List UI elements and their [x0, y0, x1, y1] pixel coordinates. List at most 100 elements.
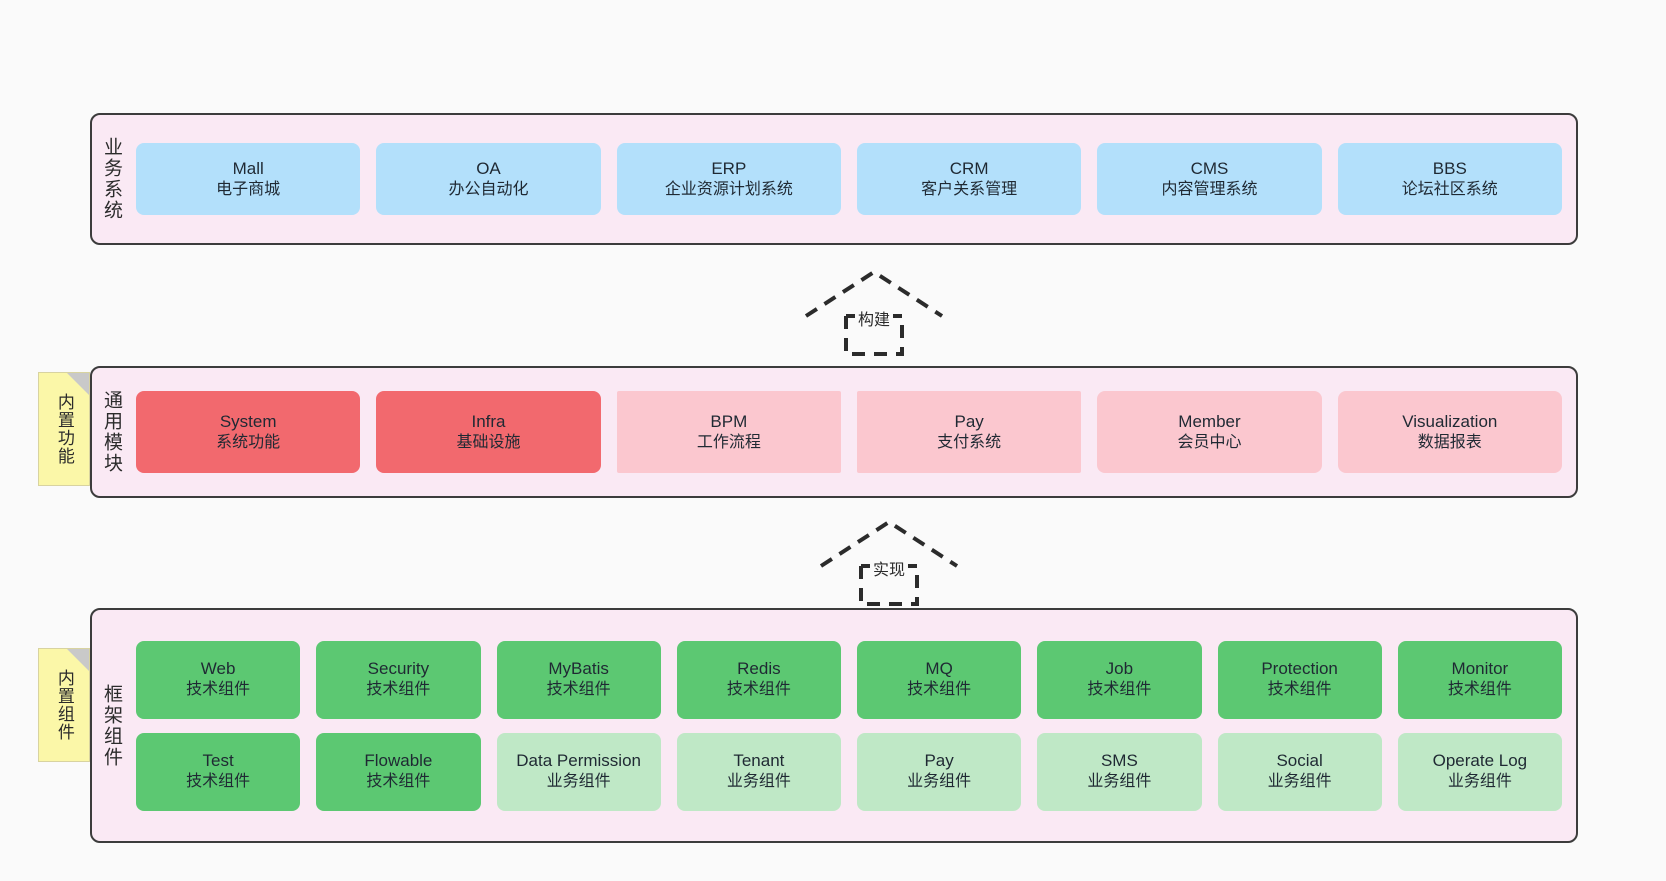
- node-title: MQ: [925, 659, 953, 679]
- node-subtitle: 会员中心: [1177, 433, 1242, 451]
- node-title: Redis: [737, 659, 781, 679]
- node-title: Infra: [471, 411, 506, 431]
- row: Mall 电子商城 OA 办公自动化 ERP 企业资源计划系统 CRM 客户关系…: [136, 143, 1562, 215]
- node-title: CRM: [949, 158, 989, 178]
- node-title: SMS: [1100, 751, 1138, 771]
- node-flowable[interactable]: Flowable 技术组件: [316, 732, 481, 811]
- layer-body-framework-components: Web 技术组件 Security 技术组件 MyBatis 技术组件 Redi…: [130, 610, 1576, 841]
- node-protection[interactable]: Protection 技术组件: [1217, 640, 1382, 719]
- node-subtitle: 技术组件: [366, 773, 431, 791]
- node-title: Test: [202, 751, 234, 771]
- node-subtitle: 技术组件: [546, 681, 611, 699]
- node-pay-component[interactable]: Pay 业务组件: [857, 732, 1022, 811]
- layer-label-business-systems: 业务系统: [100, 137, 122, 221]
- node-title: Flowable: [364, 751, 433, 771]
- node-subtitle: 支付系统: [937, 433, 1002, 451]
- node-title: MyBatis: [548, 659, 609, 679]
- note-builtin-functions: 内置功能: [38, 372, 90, 486]
- node-title: Mall: [232, 158, 264, 178]
- generalization-shaft: [844, 316, 904, 356]
- node-subtitle: 技术组件: [1267, 681, 1332, 699]
- node-monitor[interactable]: Monitor 技术组件: [1397, 640, 1562, 719]
- node-subtitle: 业务组件: [1087, 773, 1152, 791]
- node-security[interactable]: Security 技术组件: [316, 640, 481, 719]
- node-title: Protection: [1261, 659, 1338, 679]
- node-subtitle: 系统功能: [216, 433, 281, 451]
- node-title: Tenant: [733, 751, 785, 771]
- node-title: Monitor: [1451, 659, 1509, 679]
- layer-label-framework-components: 框架组件: [100, 683, 122, 768]
- node-social[interactable]: Social 业务组件: [1217, 732, 1382, 811]
- node-erp[interactable]: ERP 企业资源计划系统: [616, 143, 841, 215]
- node-sms[interactable]: SMS 业务组件: [1037, 732, 1202, 811]
- generalization-shaft: [859, 566, 919, 606]
- note-builtin-components: 内置组件: [38, 648, 90, 762]
- node-subtitle: 数据报表: [1417, 433, 1482, 451]
- node-subtitle: 技术组件: [726, 681, 791, 699]
- node-subtitle: 基础设施: [456, 433, 521, 451]
- node-operate-log[interactable]: Operate Log 业务组件: [1397, 732, 1562, 811]
- node-crm[interactable]: CRM 客户关系管理: [856, 143, 1082, 215]
- node-subtitle: 工作流程: [696, 433, 761, 451]
- node-title: Security: [367, 659, 430, 679]
- node-infra[interactable]: Infra 基础设施: [376, 391, 601, 473]
- node-title: Pay: [954, 411, 984, 431]
- node-pay-module[interactable]: Pay 支付系统: [856, 391, 1082, 473]
- node-data-permission[interactable]: Data Permission 业务组件: [496, 732, 661, 811]
- node-subtitle: 论坛社区系统: [1401, 180, 1498, 198]
- node-title: Social: [1276, 751, 1323, 771]
- node-test[interactable]: Test 技术组件: [136, 732, 301, 811]
- node-tenant[interactable]: Tenant 业务组件: [676, 732, 841, 811]
- node-subtitle: 业务组件: [1447, 773, 1512, 791]
- node-subtitle: 电子商城: [216, 180, 281, 198]
- layer-framework-components: 框架组件 Web 技术组件 Security 技术组件 MyBatis 技术组件…: [90, 608, 1578, 843]
- row: Test 技术组件 Flowable 技术组件 Data Permission …: [136, 732, 1562, 811]
- node-title: Job: [1105, 659, 1134, 679]
- node-title: Data Permission: [516, 751, 641, 771]
- connector-label-build: 构建: [854, 306, 894, 330]
- row: System 系统功能 Infra 基础设施 BPM 工作流程 Pay 支付系统…: [136, 391, 1562, 473]
- node-cms[interactable]: CMS 内容管理系统: [1097, 143, 1322, 215]
- layer-business-systems: 业务系统 Mall 电子商城 OA 办公自动化 ERP 企业资源计划系统 CRM…: [90, 113, 1578, 245]
- generalization-arrowhead: [819, 519, 959, 568]
- node-subtitle: 业务组件: [726, 773, 791, 791]
- node-visualization[interactable]: Visualization 数据报表: [1337, 391, 1562, 473]
- node-member[interactable]: Member 会员中心: [1097, 391, 1322, 473]
- node-subtitle: 技术组件: [907, 681, 972, 699]
- layer-label-common-modules: 通用模块: [100, 390, 122, 474]
- connector-build: 构建: [800, 268, 948, 356]
- layer-body-common-modules: System 系统功能 Infra 基础设施 BPM 工作流程 Pay 支付系统…: [130, 368, 1576, 496]
- connector-label-implement: 实现: [869, 556, 909, 580]
- node-bpm[interactable]: BPM 工作流程: [616, 391, 841, 473]
- node-subtitle: 业务组件: [546, 773, 611, 791]
- node-oa[interactable]: OA 办公自动化: [376, 143, 601, 215]
- node-mall[interactable]: Mall 电子商城: [136, 143, 361, 215]
- node-title: System: [219, 411, 277, 431]
- node-subtitle: 企业资源计划系统: [664, 180, 793, 198]
- node-mq[interactable]: MQ 技术组件: [857, 640, 1022, 719]
- node-web[interactable]: Web 技术组件: [136, 640, 301, 719]
- row: Web 技术组件 Security 技术组件 MyBatis 技术组件 Redi…: [136, 640, 1562, 719]
- node-title: BBS: [1432, 158, 1467, 178]
- node-subtitle: 技术组件: [366, 681, 431, 699]
- connector-implement: 实现: [815, 518, 963, 606]
- layer-body-business-systems: Mall 电子商城 OA 办公自动化 ERP 企业资源计划系统 CRM 客户关系…: [130, 115, 1576, 243]
- node-subtitle: 技术组件: [186, 773, 251, 791]
- node-mybatis[interactable]: MyBatis 技术组件: [496, 640, 661, 719]
- node-title: Operate Log: [1432, 751, 1528, 771]
- generalization-arrowhead: [804, 269, 944, 318]
- node-title: ERP: [711, 158, 747, 178]
- node-subtitle: 业务组件: [907, 773, 972, 791]
- node-title: BPM: [710, 411, 748, 431]
- node-subtitle: 内容管理系统: [1161, 180, 1258, 198]
- node-redis[interactable]: Redis 技术组件: [676, 640, 841, 719]
- node-title: Visualization: [1402, 411, 1498, 431]
- node-title: Pay: [924, 751, 954, 771]
- node-system[interactable]: System 系统功能: [136, 391, 361, 473]
- node-subtitle: 业务组件: [1267, 773, 1332, 791]
- node-bbs[interactable]: BBS 论坛社区系统: [1337, 143, 1562, 215]
- node-subtitle: 技术组件: [1447, 681, 1512, 699]
- node-job[interactable]: Job 技术组件: [1037, 640, 1202, 719]
- node-subtitle: 办公自动化: [448, 180, 529, 198]
